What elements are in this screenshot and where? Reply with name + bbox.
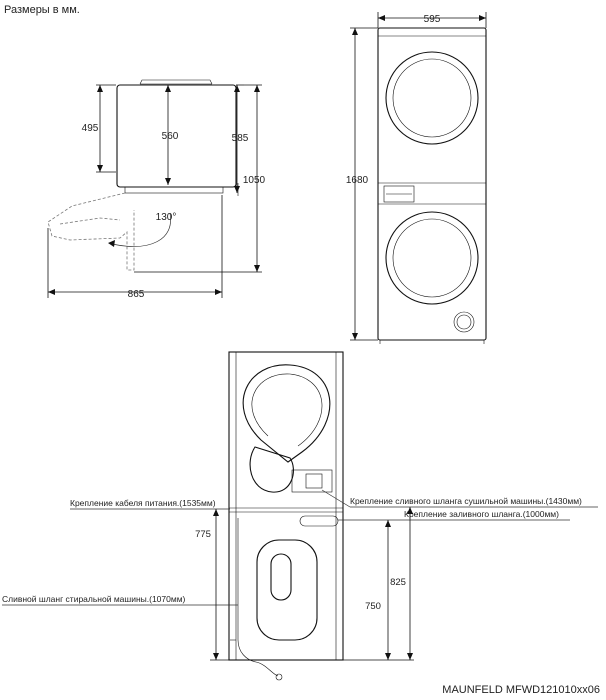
- filter-hatch: [453, 311, 475, 333]
- model-name: MAUNFELD MFWD121010xx06: [442, 684, 600, 696]
- units-note: Размеры в мм.: [4, 4, 80, 16]
- front-view: 595 1680: [346, 12, 487, 344]
- dim-130-label: 130°: [156, 212, 177, 223]
- washer-drain-label: Сливной шланг стиральной машины.(1070мм): [2, 594, 186, 604]
- power-cable-label: Крепление кабеля питания.(1535мм): [70, 498, 216, 508]
- inlet-valve: [299, 515, 339, 527]
- inlet-hose-label: Крепление заливного шланга.(1000мм): [404, 509, 559, 519]
- dryer-door: [385, 51, 479, 145]
- washer-drum-window: [270, 553, 292, 601]
- dim-1050-label: 1050: [243, 175, 266, 186]
- washer-drum: [256, 539, 318, 641]
- dim-775-label: 775: [195, 529, 211, 540]
- dryer-drain-label: Крепление сливного шланга сушильной маши…: [350, 496, 582, 506]
- dim-585-label: 585: [232, 133, 249, 144]
- stack-outline: [377, 27, 487, 341]
- washer-drain-hose: [237, 518, 279, 677]
- dim-825-label: 825: [390, 577, 406, 588]
- stack-back-outline: [228, 351, 344, 661]
- dim-1680-label: 1680: [346, 175, 369, 186]
- side-view: Крепление кабеля питания.(1535мм) Крепле…: [2, 351, 598, 681]
- top-view-door-front: [124, 186, 224, 194]
- dim-595-label: 595: [424, 14, 441, 25]
- dryer-pump-box: [291, 469, 333, 493]
- open-door-outline: [47, 192, 135, 271]
- dryer-duct: [249, 446, 294, 493]
- dim-495-label: 495: [82, 123, 99, 134]
- dim-865-label: 865: [128, 289, 145, 300]
- swing-arc: [111, 212, 171, 247]
- top-view: 495 560 585 1050 130° 865: [47, 79, 266, 300]
- dryer-drum-shape: [242, 364, 331, 463]
- dim-750-label: 750: [365, 601, 381, 612]
- washer-door: [385, 211, 479, 305]
- washer-detergent-drawer: [383, 185, 415, 203]
- swing-arrow-head: [108, 240, 115, 247]
- dim-560-label: 560: [162, 131, 179, 142]
